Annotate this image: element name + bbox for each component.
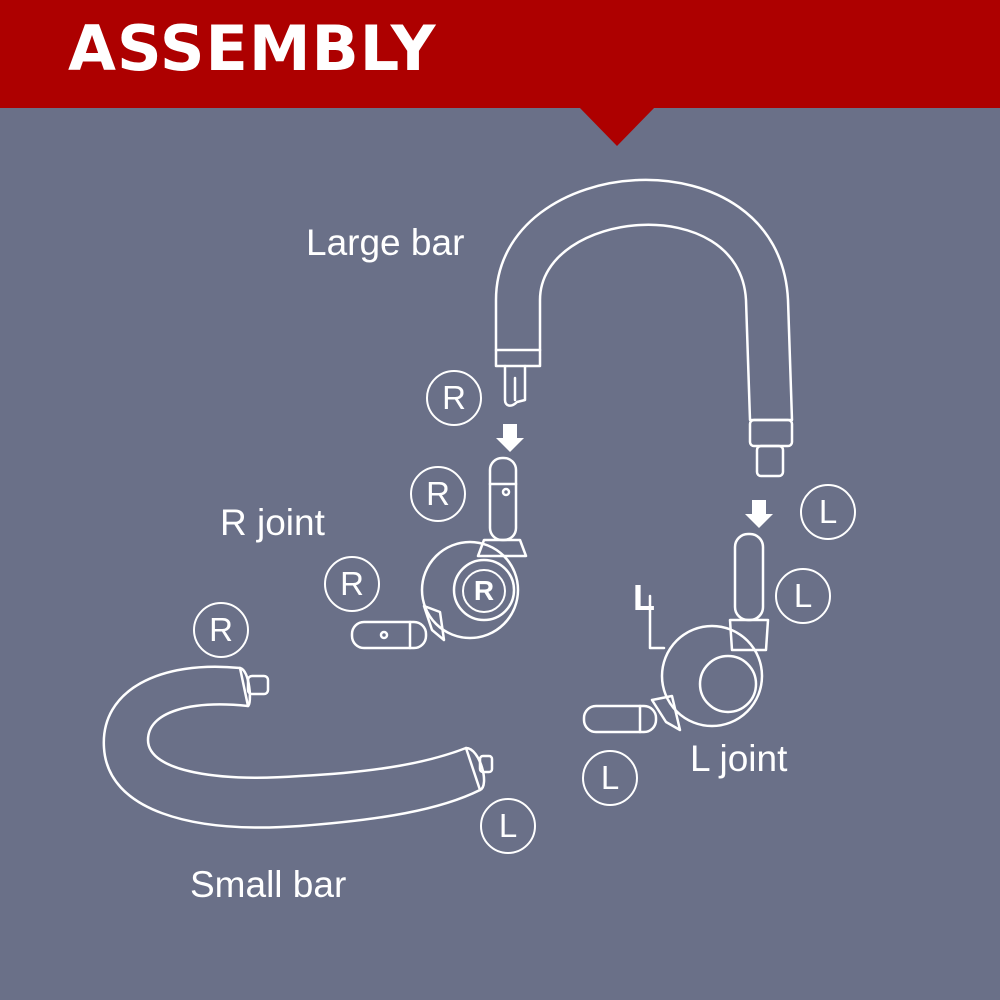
banner-pointer xyxy=(578,106,656,146)
down-arrow-icon xyxy=(745,500,773,528)
badge-small-bar-right: R xyxy=(193,602,249,658)
badge-r-joint-mark: R xyxy=(462,569,506,613)
badge-large-bar-left: L xyxy=(800,484,856,540)
l-joint-illustration xyxy=(582,532,770,734)
badge-l-joint-side: L xyxy=(582,750,638,806)
label-small-bar: Small bar xyxy=(190,864,347,905)
l-joint-side-mark: L xyxy=(633,577,655,618)
label-large-bar: Large bar xyxy=(306,222,465,263)
small-bar-illustration xyxy=(102,665,494,829)
page-title: ASSEMBLY xyxy=(68,12,437,85)
badge-l-joint-top: L xyxy=(775,568,831,624)
badge-r-joint-side: R xyxy=(324,556,380,612)
badge-large-bar-right: R xyxy=(426,370,482,426)
large-bar-illustration xyxy=(494,178,794,478)
badge-small-bar-left: L xyxy=(480,798,536,854)
down-arrow-icon xyxy=(496,424,524,452)
header-banner: ASSEMBLY xyxy=(0,0,1000,108)
label-r-joint: R joint xyxy=(220,502,325,543)
label-l-joint: L joint xyxy=(690,738,788,779)
badge-r-joint-top: R xyxy=(410,466,466,522)
r-joint-illustration xyxy=(350,456,528,650)
